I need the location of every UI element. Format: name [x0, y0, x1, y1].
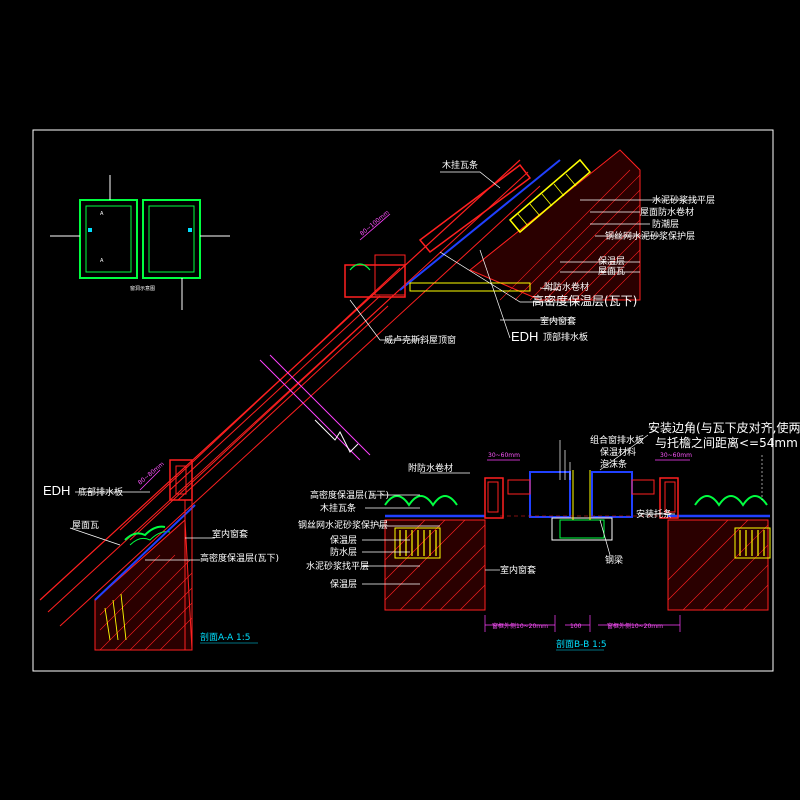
- roof-slope-diagonal: [39, 159, 541, 627]
- label-wood-strip-top: 木挂瓦条: [442, 159, 478, 171]
- label-roof-tile-top: 屋面瓦: [598, 266, 625, 277]
- label-edh-suffix-top: 顶部排水板: [543, 331, 588, 343]
- label-indoor-sill-bb: 室内窗套: [500, 564, 536, 576]
- label-install-frame: 安装托条: [636, 508, 672, 520]
- label-vapor-barrier-top: 防潮层: [652, 218, 679, 230]
- label-edh-suffix-aa: 底部排水板: [78, 486, 123, 498]
- label-insulation-top: 保温层: [598, 255, 625, 267]
- label-edh-aa: EDH: [43, 483, 70, 498]
- label-insulation-bb: 保温层: [330, 534, 357, 546]
- label-install-note-2: 与托檐之间距离<=54mm ): [655, 435, 800, 450]
- label-steel-beam: 钢梁: [605, 554, 623, 566]
- section-line: [259, 359, 361, 461]
- label-waterproof-bb: 防水层: [330, 546, 357, 558]
- label-roof-tile-aa: 屋面瓦: [72, 520, 99, 531]
- key-plan: A A 窗洞示意图: [50, 175, 230, 310]
- dim-right-top: 30~60mm: [660, 452, 692, 459]
- label-anti-water-top: 附防水卷材: [544, 281, 589, 293]
- label-skylight: 威卢克斯斜屋顶窗: [384, 334, 456, 346]
- label-thermal-bb: 保温层: [330, 578, 357, 590]
- title-aa: 剖面A-A 1:5: [200, 631, 251, 643]
- label-mortar-leveling-top: 水泥砂浆找平层: [652, 194, 715, 206]
- label-wood-strip-bb: 木挂瓦条: [320, 502, 356, 514]
- label-steel-mesh-bb: 钢丝网水泥砂浆保护层: [298, 519, 388, 531]
- label-high-density-aa: 高密度保温层(瓦下): [200, 552, 279, 564]
- label-frame-drainage: 组合窗排水板: [590, 434, 644, 446]
- label-high-density-top: 高密度保温层(瓦下): [532, 293, 637, 308]
- label-anti-water-bb: 附防水卷材: [408, 462, 453, 474]
- dim-bottom-mid: 100: [570, 623, 582, 630]
- section-bb: 30~60mm 30~60mm 窗框外侧10~20mm 100 窗框外侧10~2…: [298, 420, 800, 651]
- label-roof-membrane-top: 屋面防水卷材: [640, 206, 694, 218]
- label-insulation-material: 保温材料: [600, 446, 636, 458]
- key-plan-mark-a2: A: [100, 258, 104, 264]
- key-plan-window-left: [79, 199, 138, 279]
- label-indoor-sill-top: 室内窗套: [540, 315, 576, 327]
- key-plan-title: 窗洞示意图: [130, 285, 155, 292]
- drawing-frame: [32, 129, 774, 672]
- key-plan-window-right: [142, 199, 201, 279]
- dim-bottom-right: 窗框外侧10~20mm: [607, 622, 663, 630]
- dim-top: 80~100mm: [359, 209, 391, 237]
- dim-bottom-left: 窗框外侧10~20mm: [492, 622, 548, 630]
- key-plan-mark-a1: A: [100, 211, 104, 217]
- dim-left-top: 30~60mm: [488, 452, 520, 459]
- label-high-density-bb: 高密度保温层(瓦下): [310, 489, 389, 501]
- label-edh-top: EDH: [511, 329, 538, 344]
- label-steel-mesh-top: 钢丝网水泥砂浆保护层: [605, 230, 695, 242]
- label-indoor-sill-aa: 室内窗套: [212, 528, 248, 540]
- title-bb: 剖面B-B 1:5: [556, 638, 607, 650]
- dim-aa: 80~80mm: [137, 461, 166, 487]
- label-mortar-leveling-bb: 水泥砂浆找平层: [306, 560, 369, 572]
- detail-top: 80~100mm 木挂瓦条 水泥砂浆找平层 屋面防水卷材 防潮层 钢丝网水泥砂浆…: [344, 149, 715, 346]
- label-foam-strip: 泡沫条: [600, 458, 627, 470]
- label-install-note-1: 安装边角(与瓦下皮对齐,使两固定面: [648, 420, 800, 435]
